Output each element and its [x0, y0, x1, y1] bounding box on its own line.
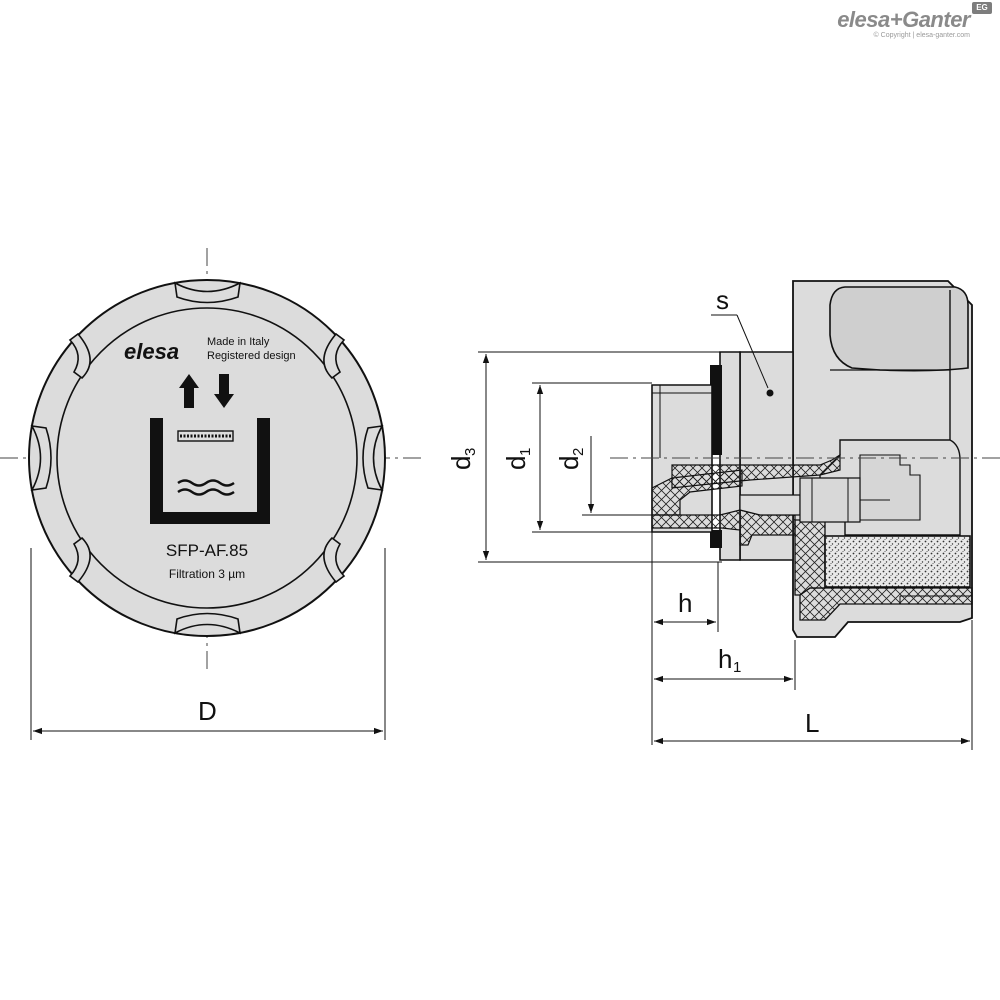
dimension-D-label: D [198, 696, 217, 726]
dimension-d2: d 2 [554, 436, 680, 516]
dimension-d2-main: d [554, 456, 584, 470]
cap-face [60, 311, 354, 605]
dimension-L-label: L [805, 708, 819, 738]
dimension-d2-sub: 2 [570, 448, 587, 456]
gasket [710, 365, 722, 455]
front-model: SFP-AF.85 [166, 541, 248, 560]
grip-notches [30, 281, 384, 635]
dimension-s-label: s [716, 285, 729, 315]
dimension-h1: h 1 [654, 640, 796, 690]
front-logo: elesa [124, 339, 179, 364]
dimension-s: s [711, 285, 769, 389]
dimension-h-label: h [678, 588, 692, 618]
front-view: elesa Made in Italy Registered design SF… [0, 248, 425, 670]
brand-copyright: © Copyright | elesa-ganter.com [873, 32, 970, 39]
dimension-d3-sub: 3 [462, 448, 479, 456]
air-flow-arrows [179, 374, 234, 408]
cap-inner-ring [56, 307, 358, 609]
front-made-in: Made in Italy [207, 336, 270, 348]
dimension-D: D [30, 548, 386, 740]
dimension-d1-sub: 1 [517, 448, 534, 456]
front-filtration: Filtration 3 µm [169, 567, 245, 581]
front-registered: Registered design [207, 350, 296, 362]
dimension-h1-sub: 1 [733, 659, 741, 676]
dimension-d1-main: d [501, 456, 531, 470]
dimension-d3-main: d [446, 456, 476, 470]
filter-sponge [824, 535, 971, 588]
brand-name: elesa+Ganter [837, 7, 970, 32]
brand-logo: elesa+Ganter © Copyright | elesa-ganter.… [837, 2, 992, 40]
dimension-h1-main: h [718, 644, 732, 674]
hex-center-dot [766, 389, 774, 397]
reservoir-icon [150, 418, 270, 524]
dimension-d3: d 3 [446, 351, 722, 563]
side-view [610, 280, 1000, 638]
body-window [829, 286, 969, 372]
dimension-L: L [654, 620, 973, 750]
dimension-d1: d 1 [501, 382, 652, 533]
brand-badge: EG [972, 2, 992, 14]
dimension-h: h [651, 532, 719, 745]
